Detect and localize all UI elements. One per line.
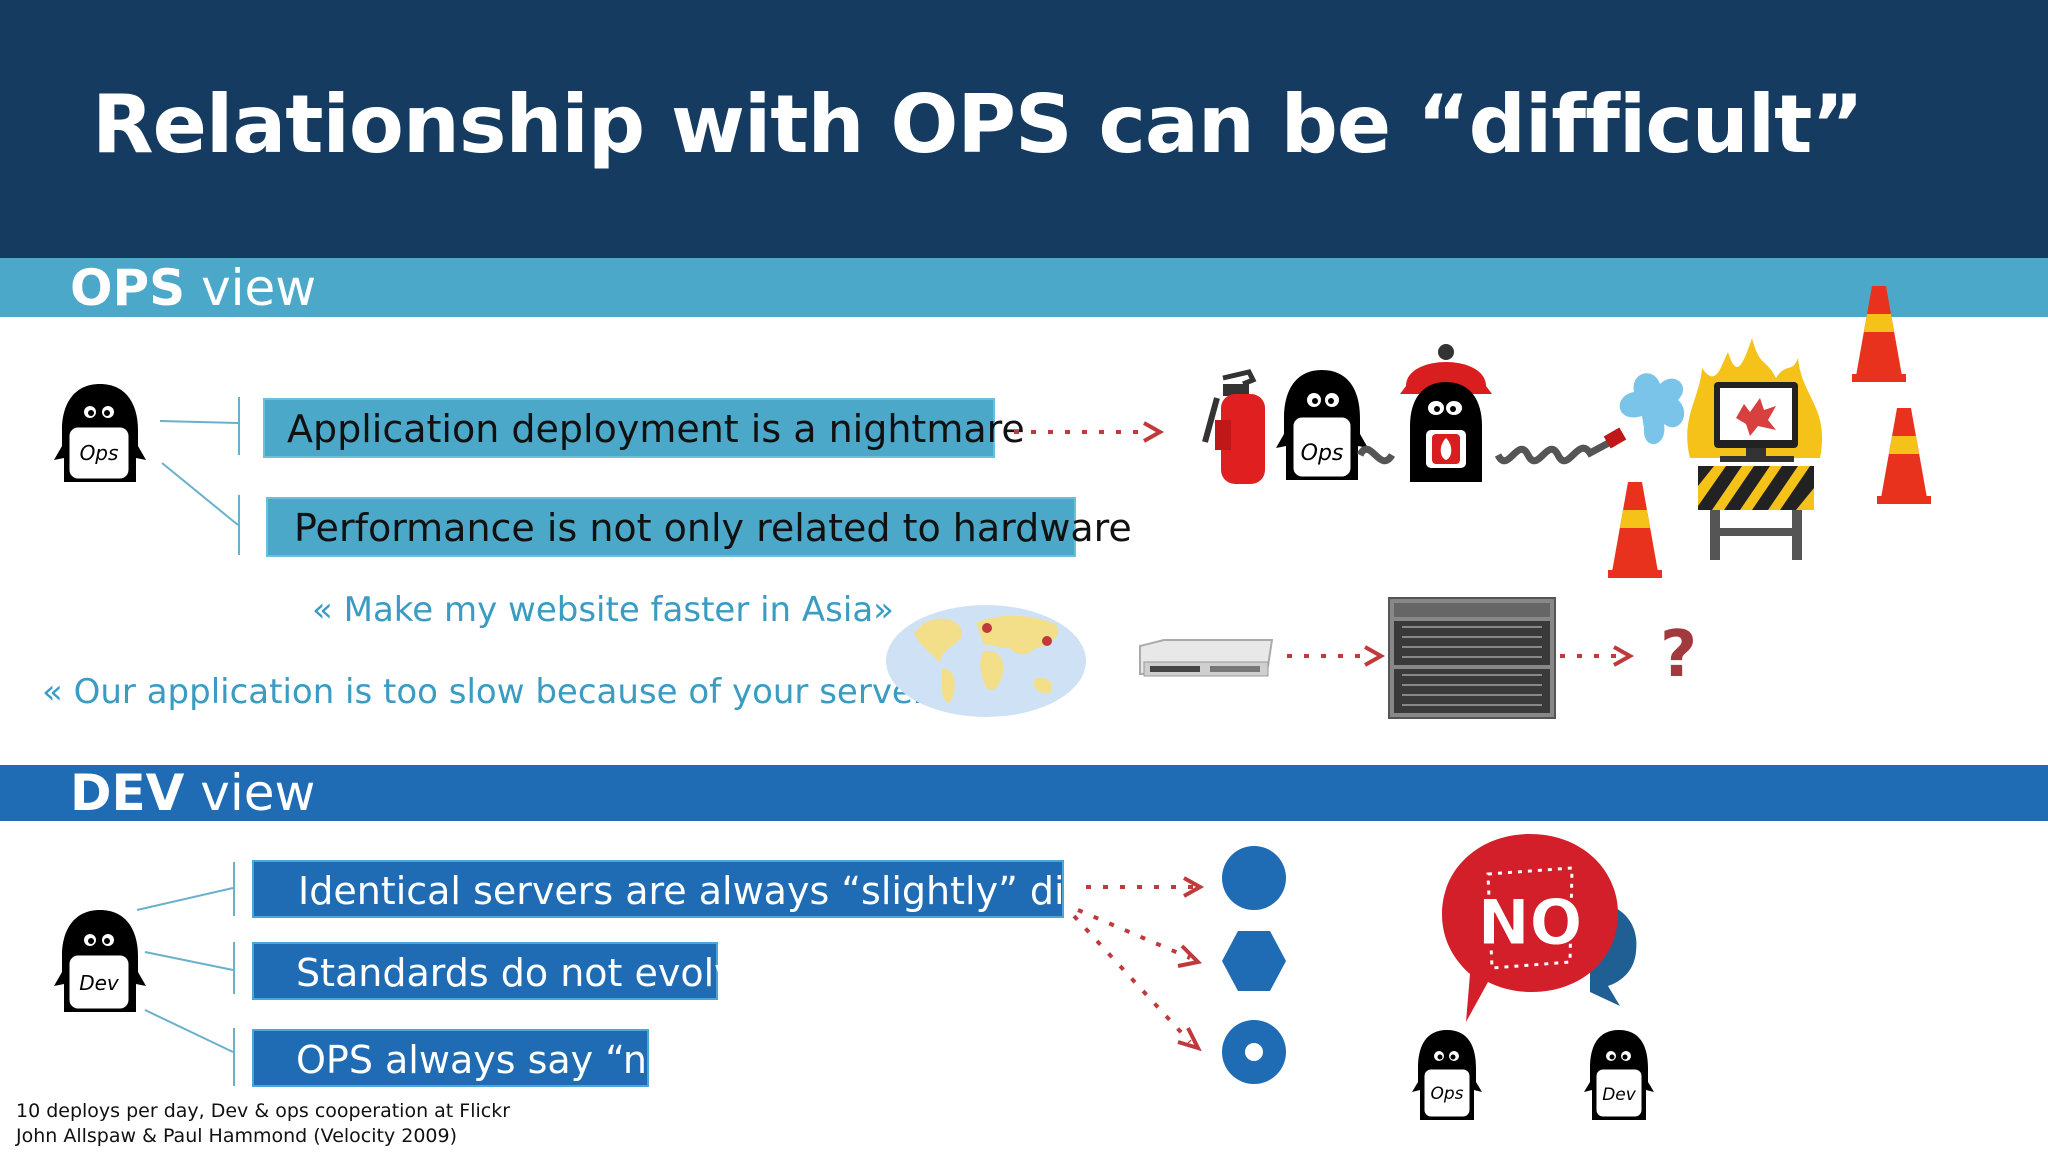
dotted-arrow-to-firefight: [1014, 421, 1165, 443]
world-map-icon: [886, 605, 1086, 717]
credit-line-2: John Allspaw & Paul Hammond (Velocity 20…: [16, 1125, 458, 1147]
dotted-arrow-to-question: [1560, 645, 1635, 667]
credit-line-1: 10 deploys per day, Dev & ops cooperatio…: [16, 1100, 511, 1122]
traffic-cone-icon: [1608, 482, 1662, 578]
ops-connector-lines: [159, 397, 240, 555]
question-mark: ?: [1660, 618, 1698, 692]
dotted-arrows-to-shapes: [1072, 876, 1205, 1052]
water-splash-icon: [1619, 373, 1685, 445]
dev-connector-lines: [136, 862, 235, 1086]
hexagon-shape-icon: [1222, 931, 1286, 991]
hose-icon: [1356, 427, 1627, 465]
dev-small-penguin-icon: Dev: [1584, 1030, 1654, 1120]
dev-point-ops-say-no: OPS always say “no”: [252, 1029, 689, 1087]
ops-point-performance: Performance is not only related to hardw…: [266, 497, 1132, 557]
no-bubble-text: NO: [1478, 886, 1583, 959]
ops-view-heading-bold: OPS: [70, 259, 186, 317]
ops-view-heading: OPS view: [0, 258, 2048, 317]
dev-penguin-icon: Dev: [54, 910, 146, 1012]
ops-firefighter-penguin-icon: Ops: [1276, 370, 1368, 480]
dotted-arrow-servers: [1287, 645, 1386, 667]
ops-penguin-icon: Ops: [54, 384, 146, 482]
fire-extinguisher-icon: [1202, 369, 1265, 484]
title-bar: [0, 0, 2048, 258]
server-rack-icon: [1388, 597, 1556, 719]
burning-computer-barrier-icon: [1687, 338, 1823, 560]
dev-small-penguin-label: Dev: [1602, 1085, 1637, 1105]
ops-small-penguin-icon: Ops: [1412, 1030, 1482, 1120]
ops-point-deployment: Application deployment is a nightmare: [263, 398, 1025, 458]
dev-view-heading-rest: view: [184, 764, 316, 822]
helmet-penguin-icon: [1400, 344, 1492, 482]
no-speech-bubble-icon: NO: [1442, 834, 1637, 1022]
quote-slow-servers: « Our application is too slow because of…: [42, 672, 966, 712]
dev-point-identical-servers: Identical servers are always “slightly” …: [252, 860, 1191, 918]
ops-penguin-label: Ops: [80, 441, 119, 465]
dev-view-heading: DEV view: [0, 765, 2048, 821]
ring-shape-icon: [1222, 1020, 1286, 1084]
traffic-cone-icon: [1877, 408, 1931, 504]
firefighter-penguin-label: Ops: [1301, 441, 1344, 466]
circle-shape-icon: [1222, 846, 1286, 910]
slide-title: Relationship with OPS can be “difficult”: [92, 78, 1864, 171]
traffic-cone-icon: [1852, 286, 1906, 382]
quote-asia: « Make my website faster in Asia»: [312, 590, 894, 630]
server-1u-icon: [1139, 639, 1274, 677]
dev-view-heading-bold: DEV: [70, 764, 185, 822]
dev-penguin-label: Dev: [79, 971, 120, 995]
ops-small-penguin-label: Ops: [1430, 1084, 1463, 1104]
ops-view-heading-rest: view: [185, 259, 317, 317]
dev-point-standards: Standards do not evolve: [252, 942, 760, 1000]
